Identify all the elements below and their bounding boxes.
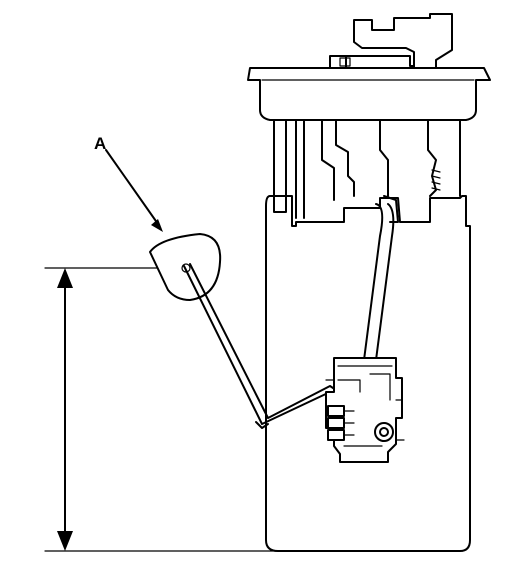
float-arm-hook: [255, 421, 269, 429]
filter-column: [335, 119, 437, 197]
leader-arrowhead-icon: [151, 219, 163, 232]
sender-unit-details: [337, 365, 393, 447]
arrowhead-down-icon: [57, 531, 73, 551]
center-pipe-left: [295, 119, 305, 219]
sender-resistor-strip: [327, 405, 355, 441]
height-dimension-arrow: [57, 268, 73, 551]
center-pipe-right: [321, 119, 389, 201]
fuel-line-inner: [375, 203, 395, 361]
sender-mount-tabs: [325, 379, 405, 441]
connector-terminal: [339, 57, 351, 67]
sender-pivot-wheel: [374, 422, 394, 442]
arrowhead-up-icon: [57, 268, 73, 288]
callout-a-leader: [105, 149, 163, 232]
fuel-outlet-pipe: [353, 13, 453, 69]
fuel-line-clip: [383, 195, 399, 223]
callout-label-a: A: [94, 134, 106, 153]
filter-ribbing: [431, 169, 441, 191]
top-flange: [247, 67, 491, 121]
fuel-line-outer: [363, 203, 384, 361]
left-support-rod: [273, 119, 287, 213]
